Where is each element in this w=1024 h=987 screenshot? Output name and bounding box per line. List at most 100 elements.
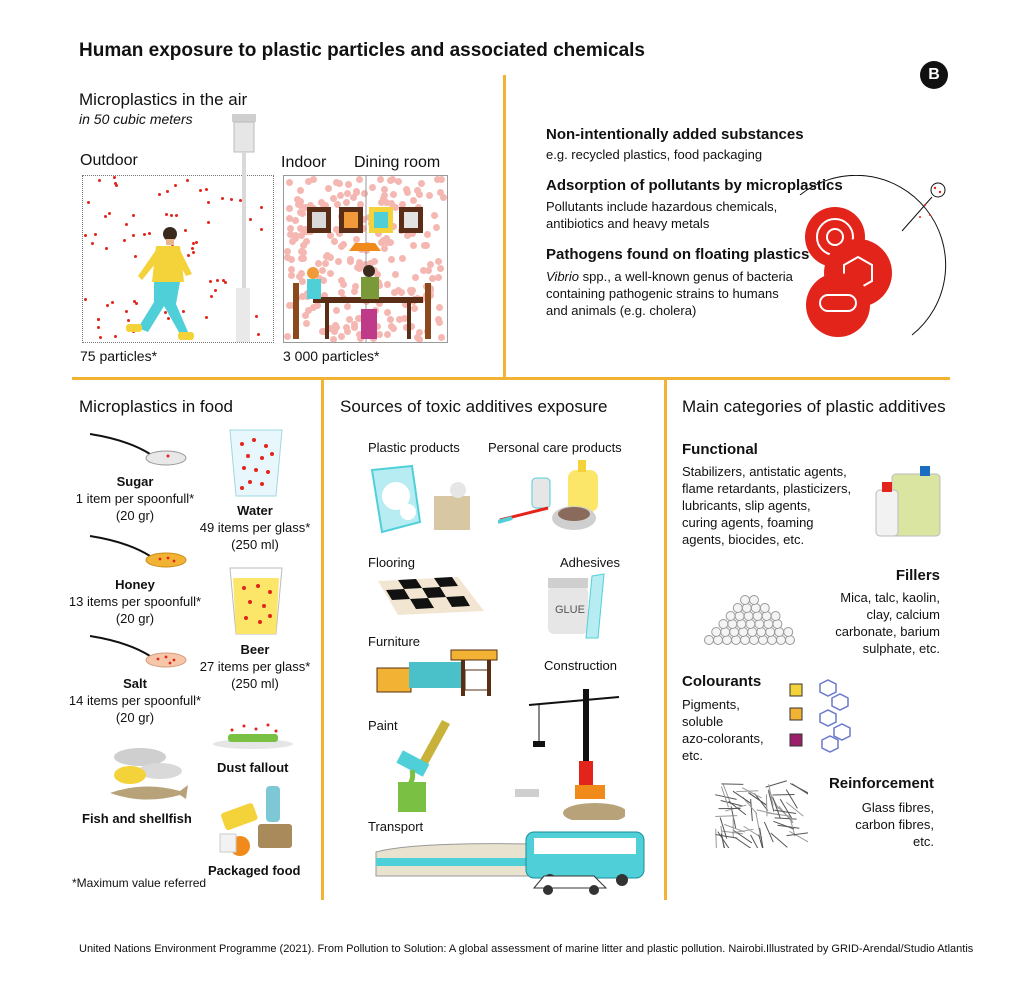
fibre-strand xyxy=(720,786,729,808)
indoor-particle xyxy=(327,232,334,239)
indoor-particle xyxy=(310,176,317,183)
indoor-particle xyxy=(376,331,383,338)
citation: United Nations Environment Programme (20… xyxy=(79,943,767,955)
indoor-particle xyxy=(438,176,445,183)
fibre-strand xyxy=(763,821,774,843)
beer-name: Beer xyxy=(240,642,270,657)
indoor-particle xyxy=(356,331,363,338)
indoor-particle xyxy=(353,236,360,243)
fillers-line: clay, calcium xyxy=(866,606,940,622)
indoor-particle xyxy=(338,277,345,284)
indoor-particle xyxy=(294,196,301,203)
filler-sphere xyxy=(763,619,774,629)
indoor-particle xyxy=(296,273,303,280)
indoor-particle xyxy=(350,194,357,201)
air-subheading: in 50 cubic meters xyxy=(79,111,193,127)
air-particle xyxy=(192,251,195,254)
spoon-honey-icon xyxy=(88,532,188,572)
indoor-particle xyxy=(354,264,361,271)
pathogens-text-2: containing pathogenic strains to humans xyxy=(546,286,779,301)
air-particle xyxy=(165,213,168,216)
indoor-particle xyxy=(361,190,368,197)
air-particle xyxy=(97,318,100,321)
fibre-strand xyxy=(750,799,753,822)
indoor-particle xyxy=(310,304,317,311)
air-particle xyxy=(182,310,185,313)
air-particle xyxy=(133,300,136,303)
honey-amount: 13 items per spoonfull* xyxy=(68,593,202,609)
furniture-label: Furniture xyxy=(368,634,421,649)
section-badge: B xyxy=(920,61,948,89)
air-particle xyxy=(125,223,128,226)
indoor-particle xyxy=(404,232,411,239)
indoor-particle xyxy=(420,267,427,274)
air-particle xyxy=(214,289,217,292)
indoor-particle xyxy=(356,315,363,322)
fibre-strand xyxy=(774,817,797,820)
indoor-particle xyxy=(384,239,391,246)
indoor-particle xyxy=(434,176,441,183)
air-particle xyxy=(114,335,117,338)
beer-info: Beer 27 items per glass* (250 ml) xyxy=(180,642,330,693)
colourants-heading: Colourants xyxy=(682,673,762,690)
indoor-particle xyxy=(333,307,340,314)
air-particle xyxy=(134,255,137,258)
indoor-particle xyxy=(403,324,410,331)
salt-amount: 14 items per spoonfull* xyxy=(68,692,202,708)
packaged-food-label: Packaged food xyxy=(208,863,301,878)
fibre-strand xyxy=(715,794,737,800)
indoor-particle xyxy=(297,187,304,194)
divider-vertical-top xyxy=(503,75,506,377)
illustration-credit: Illustrated by GRID-Arendal/Studio Atlan… xyxy=(766,943,974,955)
indoor-particle xyxy=(412,274,419,281)
air-particle xyxy=(184,229,187,232)
salt-name: Salt xyxy=(123,676,147,691)
fibre-strand xyxy=(785,789,798,809)
indoor-particle xyxy=(331,238,338,245)
filler-sphere xyxy=(704,635,714,645)
air-particle xyxy=(186,179,189,182)
water-amount: 49 items per glass* xyxy=(199,519,311,535)
indoor-particle xyxy=(347,256,354,263)
indoor-particle xyxy=(299,293,306,300)
filler-sphere xyxy=(756,627,767,637)
air-particle xyxy=(216,279,219,282)
indoor-particle xyxy=(381,245,388,252)
indoor-particle xyxy=(327,254,334,261)
indoor-particle xyxy=(410,197,417,204)
fillers-line: carbonate, barium xyxy=(835,623,940,639)
fibre-strand xyxy=(748,792,767,806)
air-particle xyxy=(175,214,178,217)
filler-sphere xyxy=(767,635,777,645)
furniture-icon xyxy=(375,648,503,700)
filler-sphere xyxy=(765,627,776,637)
filler-sphere xyxy=(741,603,752,613)
indoor-particle xyxy=(330,195,337,202)
filler-sphere xyxy=(734,611,745,621)
indoor-particle xyxy=(371,258,378,265)
sugar-name: Sugar xyxy=(116,474,154,489)
filler-sphere xyxy=(770,611,781,621)
indoor-particle xyxy=(302,226,309,233)
air-particle xyxy=(114,182,117,185)
air-particle xyxy=(94,233,97,236)
indoor-particle xyxy=(300,242,307,249)
indoor-particle xyxy=(427,261,434,268)
indoor-particle xyxy=(325,185,332,192)
fibre-strand xyxy=(750,834,759,848)
indoor-particle xyxy=(292,232,299,239)
indoor-particle xyxy=(369,184,376,191)
functional-line: agents, biocides, etc. xyxy=(682,531,805,547)
indoor-particle xyxy=(425,267,432,274)
filler-sphere xyxy=(776,635,786,645)
air-particle xyxy=(115,184,118,187)
air-particle xyxy=(84,234,87,237)
beer-unit: (250 ml) xyxy=(231,675,279,691)
filler-sphere xyxy=(745,619,756,629)
fibre-strand xyxy=(722,783,732,805)
construction-label: Construction xyxy=(544,658,617,673)
indoor-particle xyxy=(376,300,383,307)
adhesives-icon xyxy=(546,572,616,644)
functional-text: Stabilizers, antistatic agents,flame ret… xyxy=(682,464,851,548)
indoor-particle xyxy=(343,324,350,331)
